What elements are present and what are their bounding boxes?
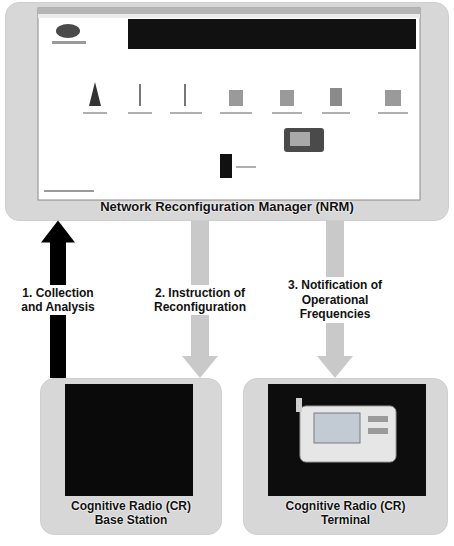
box-node: Cognitive Radio (CR) Terminal: [243, 378, 448, 535]
terminal-device: [300, 406, 396, 462]
node-label: Network Reconfiguration Manager (NRM): [12, 199, 442, 215]
arrow-label: 1. Collection and Analysis: [10, 285, 106, 316]
device-key: [368, 428, 388, 434]
icon-caption-bar: [272, 112, 302, 114]
terminal-screen: [290, 132, 310, 146]
edge-label-box: 3. Notification of Operational Frequenci…: [275, 277, 395, 322]
icon-caption-bar: [236, 166, 256, 168]
device-icon: [229, 90, 243, 106]
tower-icon: [89, 82, 101, 106]
status-bar: [44, 190, 94, 192]
terminal-photo: [268, 384, 426, 496]
nrm-screenshot: [38, 8, 420, 200]
icon-caption-bar: [83, 112, 107, 114]
station-icon: [220, 154, 232, 178]
node-label: Cognitive Radio (CR) Terminal: [271, 499, 421, 528]
device-key: [368, 416, 388, 422]
arrow-head: [182, 356, 218, 378]
node-label: Cognitive Radio (CR) Base Station: [61, 499, 201, 528]
arrow-head: [41, 221, 75, 243]
screen-window: [38, 8, 420, 200]
logo-bar: [52, 41, 86, 44]
device-icon: [385, 90, 401, 106]
menu-bar: [38, 14, 420, 18]
device-screen: [314, 413, 360, 443]
box-node: Cognitive Radio (CR) Base Station: [40, 378, 222, 535]
icon-caption-bar: [220, 112, 252, 114]
arrow-head: [317, 356, 353, 378]
device-icon: [280, 90, 294, 106]
icon-caption-bar: [170, 112, 202, 114]
terminal-icon: [284, 128, 324, 152]
arrow-label: 2. Instruction of Reconfiguration: [140, 285, 260, 316]
edge-label-box: 1. Collection and Analysis: [10, 285, 106, 316]
device-antenna: [296, 398, 302, 412]
antenna-icon: [139, 84, 141, 106]
icon-caption-bar: [378, 112, 408, 114]
antenna-icon: [184, 84, 186, 106]
icon-caption-bar: [322, 112, 350, 114]
base-station-photo: [65, 384, 193, 496]
device-icon: [330, 88, 342, 106]
edge-label-box: 2. Instruction of Reconfiguration: [140, 285, 260, 316]
title-bar: [38, 8, 420, 14]
photo-ground: [268, 384, 426, 496]
box-node: Network Reconfiguration Manager (NRM): [5, 2, 449, 221]
logo-mark: [56, 24, 80, 38]
arrow-label: 3. Notification of Operational Frequenci…: [275, 277, 395, 322]
icon-caption-bar: [128, 112, 152, 114]
header-banner: [128, 19, 416, 49]
